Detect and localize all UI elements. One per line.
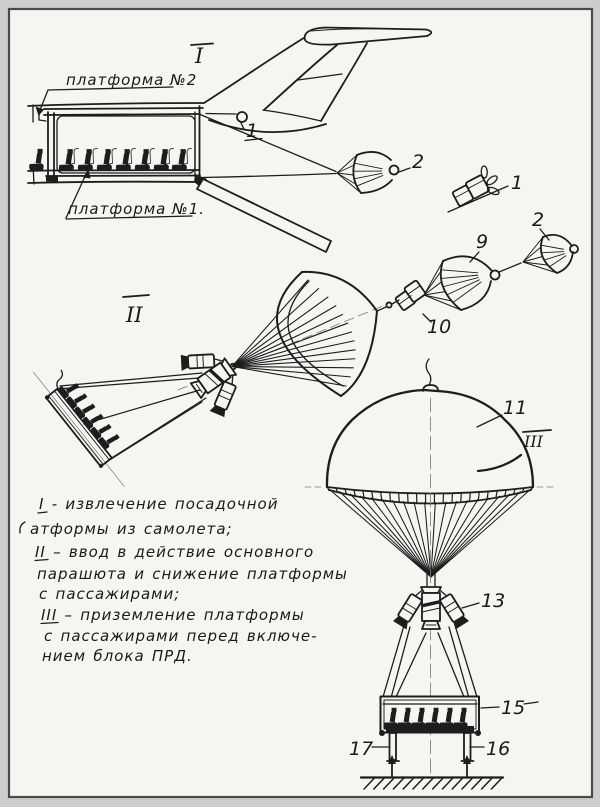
section-marker-2: II	[125, 303, 143, 327]
ref-label-10: 10	[427, 316, 451, 338]
labels: I II III платформа №2 платформа №1. 1 2 …	[35, 42, 552, 760]
sensor-1	[236, 111, 248, 123]
thrust-arrow-left	[388, 755, 396, 777]
extraction-chute-9	[423, 255, 501, 311]
probe-leg-left	[388, 732, 397, 761]
main-canopy-deploying	[177, 270, 400, 397]
ref-label-11: 11	[503, 397, 527, 419]
canopy-crease	[476, 453, 523, 473]
legend-line-7: с пассажирами перед включе-	[44, 627, 318, 645]
extraction-drogue-2	[336, 151, 400, 194]
ref-label-1b: 1	[511, 172, 523, 194]
legend-line-3: II – ввод в действие основного	[35, 543, 314, 561]
ground	[359, 755, 505, 790]
device-10	[394, 279, 427, 311]
thrust-arrow-right	[463, 755, 471, 777]
page-border	[7, 7, 594, 799]
towline-upper	[198, 113, 337, 173]
legend-line-4: парашюта и снижение платформы	[37, 565, 348, 583]
ref-label-9: 9	[476, 231, 488, 253]
legend-line-2: атформы из самолета;	[30, 520, 233, 538]
sensor-bracket	[205, 112, 237, 115]
drogue-2b	[522, 234, 579, 274]
t-tail	[303, 26, 433, 46]
link-line	[498, 262, 522, 273]
ref-label-2: 2	[412, 151, 424, 173]
section-marker-1: I	[194, 44, 204, 68]
ref-label-15: 15	[501, 697, 525, 719]
legend-line-5: с пассажирами;	[39, 585, 180, 603]
ref-label-2b: 2	[532, 209, 544, 231]
leader-line	[447, 185, 509, 213]
ref-label-17: 17	[349, 738, 373, 760]
extraction	[196, 113, 400, 253]
legend-line-1: I - извлечение посадочной	[39, 495, 278, 513]
ejected-device-1	[447, 165, 509, 213]
aircraft	[27, 26, 433, 185]
vent-squiggle	[425, 358, 432, 386]
broken-letter-mark	[19, 521, 26, 534]
main-canopy-landed	[304, 358, 554, 778]
label-platform1: платформа №1.	[68, 200, 205, 218]
suspension-3	[382, 621, 478, 699]
legend-line-6: III – приземление платформы	[41, 606, 305, 624]
suspension-lines	[56, 372, 207, 462]
arrowhead	[35, 106, 44, 116]
legend-line-8: нием блока ПРД.	[42, 647, 193, 665]
ref-label-13: 13	[481, 590, 505, 612]
antenna-squiggle	[56, 369, 64, 390]
ref-label-16: 16	[486, 738, 510, 760]
legend-text: I - извлечение посадочной атформы из сам…	[19, 495, 348, 665]
ref-label-1: 1	[246, 120, 258, 142]
cargo-ramp	[196, 178, 332, 253]
chute-chain	[394, 234, 579, 311]
section-marker-3: III	[523, 432, 544, 451]
towline-lower	[201, 172, 337, 179]
label-platform2: платформа №2	[66, 71, 197, 89]
arrowhead	[83, 169, 91, 179]
